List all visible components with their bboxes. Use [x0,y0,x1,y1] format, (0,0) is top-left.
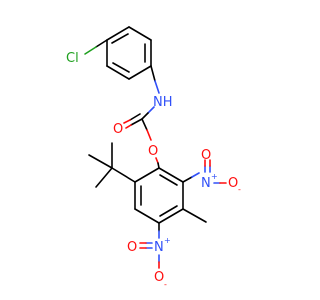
carbonyl-oxygen-atom: O [113,122,123,137]
ring-bond [158,167,184,183]
tbutyl-methyl-bond [88,154,113,169]
tert-butyl-group [88,142,136,188]
c-cl-bond [95,39,108,48]
oxygen-negative-charge: - [164,280,167,289]
chlorophenyl-ring [106,26,152,80]
ester-ring-bond [155,157,159,164]
ring-bond [128,26,152,41]
nitro-oxygen-atom: O [154,270,164,285]
ring-bond [134,208,160,224]
tbutyl-methyl-bond [95,167,113,188]
nitro-oxygen-atom: O [201,148,211,163]
nitro-oxygen-atom: O [228,176,238,191]
ester-ring-bond [157,162,160,169]
carbonyl-double-bond [130,118,143,126]
tbutyl-bond [111,167,136,183]
nitro-nitrogen-atom: N [201,176,211,191]
ring-bond [106,65,130,80]
ring-bond [128,65,152,80]
ring-nh-bond [154,80,160,94]
ring-double-bond [159,205,178,217]
ring-nh-bond [150,65,156,82]
nitrogen-positive-charge: + [211,172,218,181]
carbonyl-double-bond [129,113,141,121]
ring-nitro-bond [182,176,193,183]
nitro-nitrogen-atom: N [154,240,164,255]
ring-double-bond [112,62,130,73]
nitrogen-positive-charge: + [164,236,171,245]
carbonyl-ester-bond [146,129,152,141]
ring-double-bond [159,174,178,186]
dinitro-ring [134,167,184,224]
ester-oxygen-atom: O [148,144,158,159]
ring-bond [158,208,184,224]
structure-drawing: Cl NH O O N + [66,26,241,289]
nh-carbonyl-bond [147,106,155,114]
ring-bond [106,26,130,41]
oxygen-negative-charge: - [238,185,241,194]
carbonyl-double-bond [123,119,131,124]
carbonyl-double-bond [125,124,132,129]
chlorine-atom: Cl [66,51,79,66]
methyl-bond [182,208,207,223]
ring-nitro-bond [191,172,200,178]
ring-double-bond [111,33,129,44]
nh-carbonyl-bond [141,112,149,120]
carbonyl-ester-bond [141,118,148,131]
nitro-group-lower: N + O O - [127,222,171,289]
nitro-oxygen-atom: O [127,240,137,255]
c-cl-bond [84,46,97,55]
molecule-diagram: Cl NH O O N + [66,26,241,289]
ring-bond [134,167,160,183]
nitro-group-upper: N + O - O [182,148,241,194]
amine-nh-atom: NH [153,95,173,110]
